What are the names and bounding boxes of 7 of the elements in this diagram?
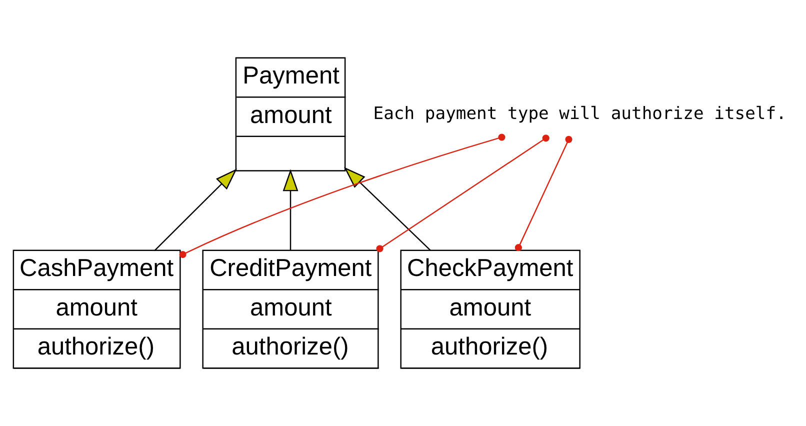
connector bbox=[179, 134, 506, 258]
connector bbox=[376, 134, 550, 252]
connector bbox=[514, 136, 572, 252]
arrow bbox=[154, 168, 238, 251]
node-text: Each payment type will authorize itself. bbox=[373, 104, 786, 124]
arrow bbox=[282, 169, 298, 250]
arrow bbox=[344, 167, 431, 251]
